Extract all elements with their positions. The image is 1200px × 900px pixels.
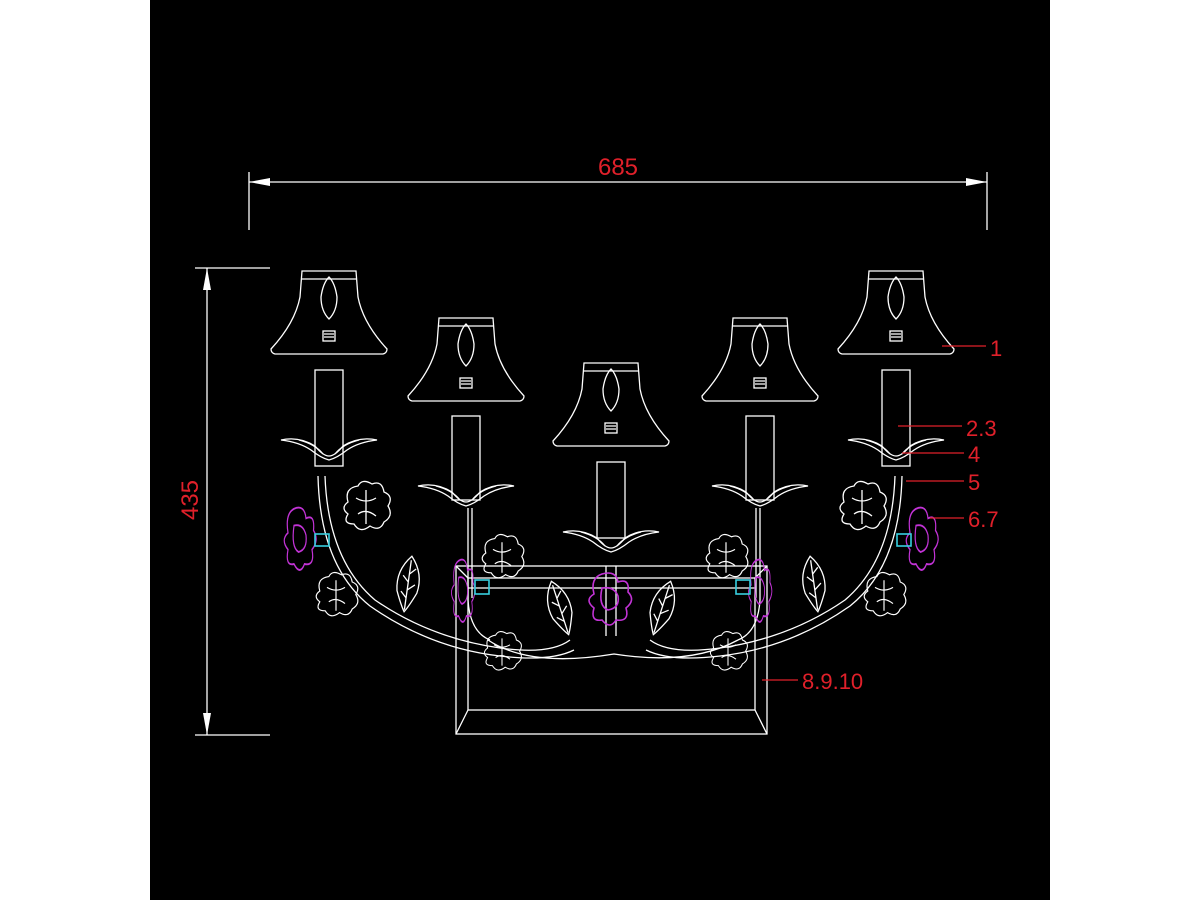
ivy-leaf-3: [481, 533, 525, 579]
ivy-leaf-4: [483, 631, 522, 671]
wall-backplate: [455, 565, 768, 735]
long-leaf-4: [798, 554, 830, 614]
bobeche-1: [280, 438, 378, 461]
height-arrow-top: [203, 268, 211, 290]
flower-sockets: [314, 533, 912, 595]
bobeche-2: [417, 484, 515, 507]
callout-label-2: 2.3: [966, 416, 997, 441]
width-arrow-right: [966, 178, 987, 186]
width-arrow-left: [249, 178, 270, 186]
width-dimension-label: 685: [598, 154, 638, 181]
callout-label-4: 5: [968, 470, 980, 495]
stem-5: [881, 369, 911, 467]
backplate-inner: [467, 577, 756, 711]
arm-left-outer: [324, 475, 571, 651]
lamp-shades: [270, 270, 955, 447]
ivy-leaf-6: [709, 631, 748, 671]
height-dimension-label: 435: [177, 480, 204, 520]
ivy-leaf-8: [863, 571, 907, 617]
lamp-shade-1: [270, 270, 388, 355]
bobeches: [280, 438, 945, 553]
arm-inner-left: [467, 508, 491, 641]
arm-right-outer-b: [645, 475, 903, 659]
backplate-bevel: [455, 565, 768, 735]
lamp-shade-5: [837, 270, 955, 355]
crystal-flower-1: [283, 506, 318, 571]
width-dimension: 685: [248, 154, 988, 230]
ivy-leaf-5: [705, 533, 749, 579]
socket-2: [474, 579, 490, 595]
callout-label-1: 1: [990, 336, 1002, 361]
long-leaf-2: [540, 577, 580, 639]
cad-canvas: 685 435: [150, 0, 1050, 900]
ivy-leaf-2: [315, 571, 359, 617]
height-arrow-bottom: [203, 713, 211, 735]
bobeche-3: [562, 530, 660, 553]
socket-1: [314, 533, 330, 547]
height-dimension: 435: [177, 267, 270, 736]
crystal-flower-3: [588, 572, 633, 626]
arm-left-outer-b: [317, 475, 575, 659]
scroll-arms: [317, 475, 903, 660]
callout-label-3: 4: [968, 442, 980, 467]
bobeche-4: [711, 484, 809, 507]
socket-3: [735, 579, 751, 595]
socket-4: [896, 533, 912, 547]
chandelier-elevation-drawing: 685 435: [177, 154, 1002, 736]
stem-1: [314, 369, 344, 467]
backplate-outer: [455, 565, 768, 735]
arm-lower-swag: [487, 639, 739, 660]
arm-right-outer: [649, 475, 896, 651]
ivy-leaf-7: [839, 480, 887, 531]
part-callouts: 1 2.3 4 5 6.7 8.9.10: [762, 336, 1002, 694]
arm-inner-right: [737, 508, 761, 641]
ivy-leaves: [315, 480, 907, 671]
lamp-shade-2: [407, 317, 525, 402]
callout-label-5: 6.7: [968, 507, 999, 532]
crystal-flower-2: [450, 558, 476, 623]
lamp-shade-4: [701, 317, 819, 402]
callout-label-6: 8.9.10: [802, 669, 863, 694]
bobeche-5: [847, 438, 945, 461]
long-leaf-3: [642, 577, 682, 639]
stem-4: [745, 415, 775, 501]
stem-3: [596, 461, 626, 539]
lamp-shade-3: [552, 362, 670, 447]
stem-2: [451, 415, 481, 501]
long-leaf-1: [392, 554, 424, 614]
candle-stems: [314, 369, 911, 539]
ivy-leaf-1: [343, 480, 391, 531]
